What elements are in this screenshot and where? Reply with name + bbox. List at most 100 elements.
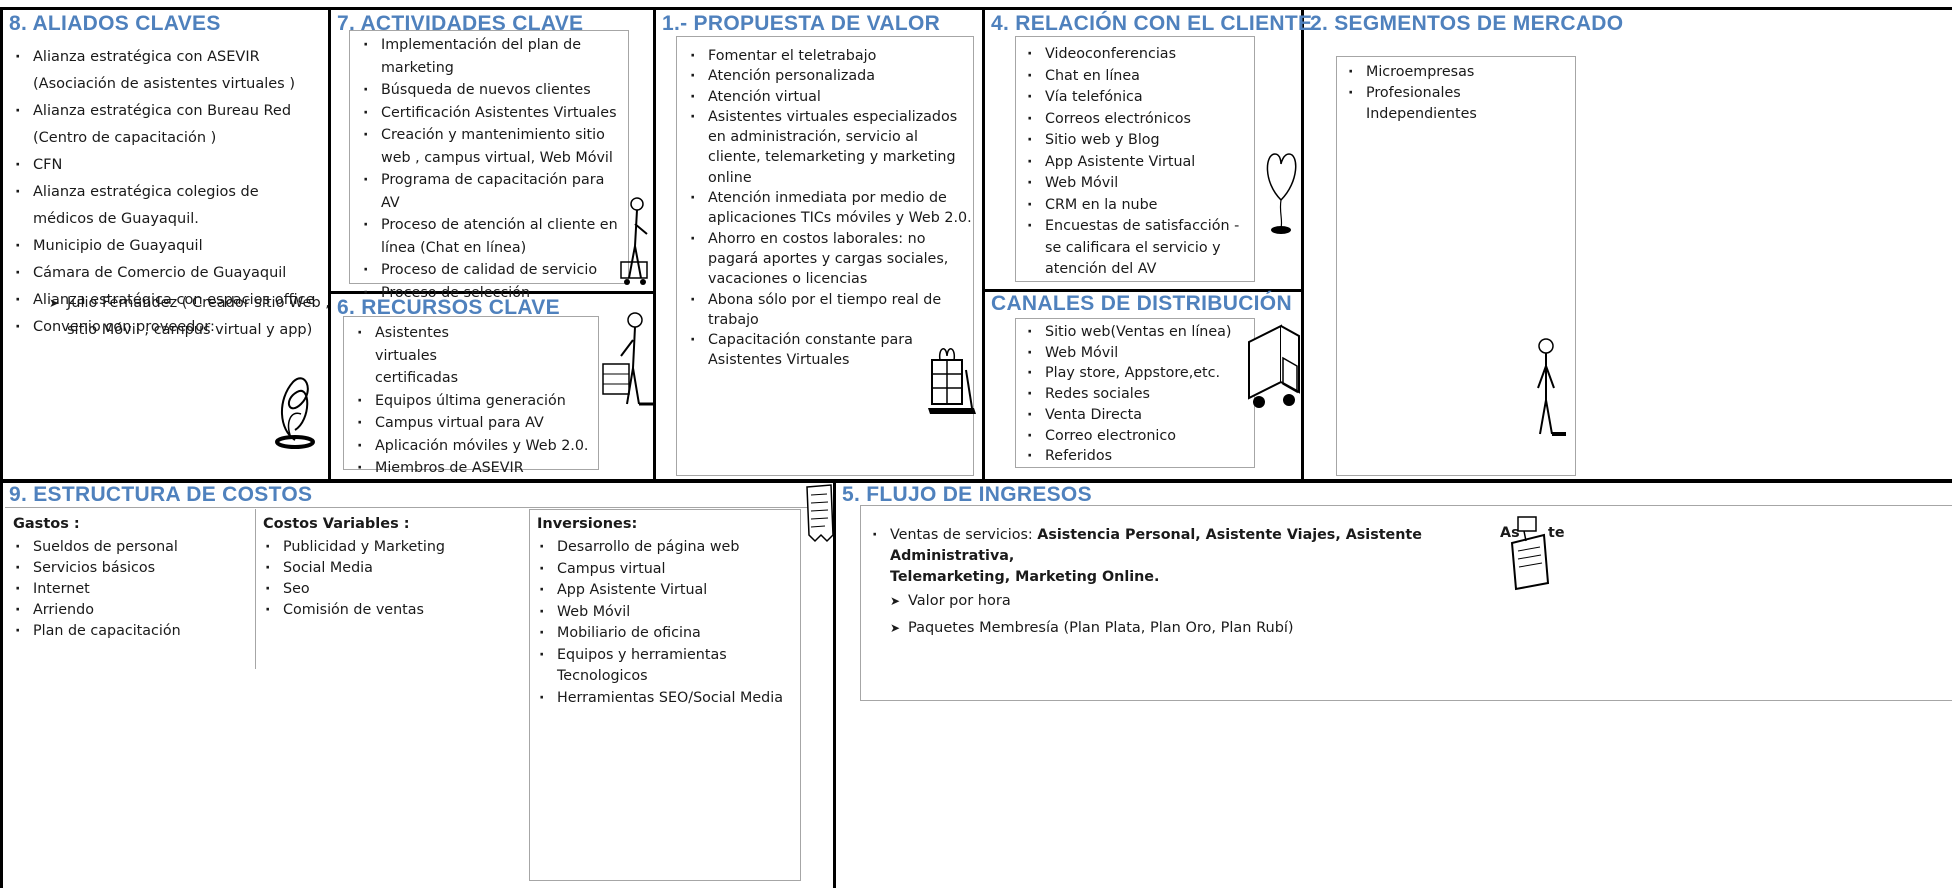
list-item: Aplicación móviles y Web 2.0. (351, 435, 595, 458)
costos-title: 9. ESTRUCTURA DE COSTOS (9, 483, 313, 506)
list-item: Herramientas SEO/Social Media (533, 688, 795, 710)
segmentos-title: 2. SEGMENTOS DE MERCADO (1310, 12, 1624, 35)
list-item: Alianza estratégica colegios de médicos … (9, 179, 321, 233)
ingresos-fragment-2: te (1548, 525, 1565, 541)
list-item: App Asistente Virtual (1021, 152, 1257, 174)
cash-register-icon (1510, 516, 1550, 591)
actividades-clave-section: 7. ACTIVIDADES CLAVE Implementación del … (331, 10, 653, 304)
grid-line-top (0, 7, 1952, 10)
aliados-title: 8. ALIADOS CLAVES (9, 12, 221, 35)
ventas-prefix: Ventas de servicios: (890, 527, 1033, 543)
list-item: Chat en línea (1021, 66, 1257, 88)
list-item: Ahorro en costos laborales: no pagará ap… (684, 229, 974, 290)
list-item: Julio Fernandez ( Creador sitio Web , si… (49, 290, 339, 344)
inversiones-column: Inversiones: Desarrollo de página web Ca… (533, 511, 795, 709)
list-item: Creación y mantenimiento sitio web , cam… (357, 124, 621, 169)
variables-column: Costos Variables : Publicidad y Marketin… (259, 511, 519, 621)
aliados-claves-section: 8. ALIADOS CLAVES Alianza estratégica co… (3, 10, 330, 479)
list-item: Búsqueda de nuevos clientes (357, 79, 621, 102)
gastos-list: Sueldos de personal Servicios básicos In… (9, 537, 249, 642)
ingresos-title: 5. FLUJO DE INGRESOS (842, 483, 1092, 506)
list-item: Encuestas de satisfacción - se calificar… (1021, 216, 1257, 281)
grid-line-bottom-split (833, 481, 836, 888)
list-item: Desarrollo de página web (533, 537, 795, 559)
list-item: Equipos y herramientas Tecnologicos (533, 645, 757, 688)
list-item: Web Móvil (533, 602, 795, 624)
list-item: Implementación del plan de marketing (357, 34, 621, 79)
list-item: Correo electronico (1021, 426, 1257, 447)
list-item: Capacitación constante para Asistentes V… (684, 330, 974, 371)
list-item: Social Media (259, 558, 519, 579)
list-item: Mobiliario de oficina (533, 623, 795, 645)
list-item: Web Móvil (1021, 343, 1257, 364)
list-item: Certificación Asistentes Virtuales (357, 102, 621, 125)
list-item: Publicidad y Marketing (259, 537, 519, 558)
estructura-costos-section: 9. ESTRUCTURA DE COSTOS Gastos : Sueldos… (3, 483, 834, 888)
grid-line-left (0, 7, 3, 888)
list-item: Plan de capacitación (9, 621, 249, 642)
list-item: Correos electrónicos (1021, 109, 1257, 131)
list-item: Asistentes virtuales certificadas (351, 322, 505, 390)
propuesta-title: 1.- PROPUESTA DE VALOR (662, 12, 941, 35)
canales-title: CANALES DE DISTRIBUCIÓN (991, 292, 1292, 315)
inversiones-label: Inversiones: (537, 516, 638, 532)
grid-line-2 (653, 7, 656, 481)
gastos-label: Gastos : (13, 516, 80, 532)
segmentos-section: 2. SEGMENTOS DE MERCADO Microempresas Pr… (1304, 10, 1952, 479)
list-item: Arriendo (9, 600, 249, 621)
flujo-ingresos-section: 5. FLUJO DE INGRESOS · Ventas de servici… (836, 483, 1952, 888)
person-with-cart-icon (620, 197, 648, 285)
relacion-list: Videoconferencias Chat en línea Vía tele… (1021, 44, 1257, 281)
variables-list: Publicidad y Marketing Social Media Seo … (259, 537, 519, 621)
ingresos-fragment: As (1500, 525, 1520, 541)
list-item: Venta Directa (1021, 405, 1257, 426)
recursos-title: 6. RECURSOS CLAVE (337, 296, 560, 319)
ventas-services: Asistencia Personal, Asistente Viajes, A… (890, 527, 1422, 564)
list-item: Sitio web y Blog (1021, 130, 1257, 152)
grid-line-1 (328, 7, 331, 481)
ingresos-sublist: Valor por hora Paquetes Membresía (Plan … (866, 588, 1546, 642)
list-item: Proceso de atención al cliente en línea … (357, 214, 621, 259)
segmentos-list: Microempresas Profesionales Independient… (1342, 62, 1512, 125)
inversiones-list: Desarrollo de página web Campus virtual … (533, 537, 795, 709)
list-item: Proceso de calidad de servicio (357, 259, 621, 282)
actividades-list: Implementación del plan de marketing Bús… (357, 34, 621, 304)
canales-section: CANALES DE DISTRIBUCIÓN Sitio web(Ventas… (985, 292, 1301, 479)
list-item: Microempresas (1342, 62, 1512, 83)
list-item: Vía telefónica (1021, 87, 1257, 109)
grid-line-4 (1301, 7, 1304, 481)
variables-label: Costos Variables : (263, 516, 410, 532)
propuesta-list: Fomentar el teletrabajo Atención persona… (684, 46, 974, 371)
list-item: Servicios básicos (9, 558, 249, 579)
person-with-boxes-icon (602, 312, 655, 406)
list-item: Fomentar el teletrabajo (684, 46, 974, 67)
list-item: Sueldos de personal (9, 537, 249, 558)
segmentos-box (1336, 56, 1576, 476)
list-item: Miembros de ASEVIR (351, 457, 595, 480)
list-item: Equipos última generación (351, 390, 595, 413)
list-item: Alianza estratégica con Bureau Red (Cent… (9, 98, 321, 152)
list-item: Atención inmediata por medio de aplicaci… (684, 188, 974, 229)
list-item: Seo (259, 579, 519, 600)
list-item: Proceso de selección (357, 282, 621, 305)
standing-person-icon (1537, 338, 1566, 436)
gastos-column: Gastos : Sueldos de personal Servicios b… (9, 511, 249, 642)
canales-list: Sitio web(Ventas en línea) Web Móvil Pla… (1021, 322, 1257, 467)
delivery-truck-icon (1248, 324, 1300, 408)
list-item: Abona sólo por el tiempo real de trabajo (684, 290, 974, 331)
grid-line-middle (0, 479, 1952, 483)
list-item: Atención personalizada (684, 66, 974, 87)
ingresos-content: · Ventas de servicios: Asistencia Person… (866, 525, 1546, 642)
recursos-clave-section: 6. RECURSOS CLAVE Asistentes virtuales c… (331, 294, 655, 480)
recursos-list: Asistentes virtuales certificadas Equipo… (351, 322, 595, 480)
relacion-cliente-section: 4. RELACIÓN CON EL CLIENTE Videoconferen… (985, 10, 1312, 289)
list-item: Valor por hora (890, 588, 1546, 615)
list-item: Campus virtual para AV (351, 412, 595, 435)
list-item: Campus virtual (533, 559, 795, 581)
knot-sculpture-icon (275, 377, 315, 449)
list-item: Profesionales Independientes (1342, 83, 1477, 125)
list-item: Web Móvil (1021, 173, 1257, 195)
list-item: Asistentes virtuales especializados en a… (684, 107, 974, 188)
relacion-title: 4. RELACIÓN CON EL CLIENTE (991, 12, 1313, 35)
grid-line-3 (982, 7, 985, 481)
